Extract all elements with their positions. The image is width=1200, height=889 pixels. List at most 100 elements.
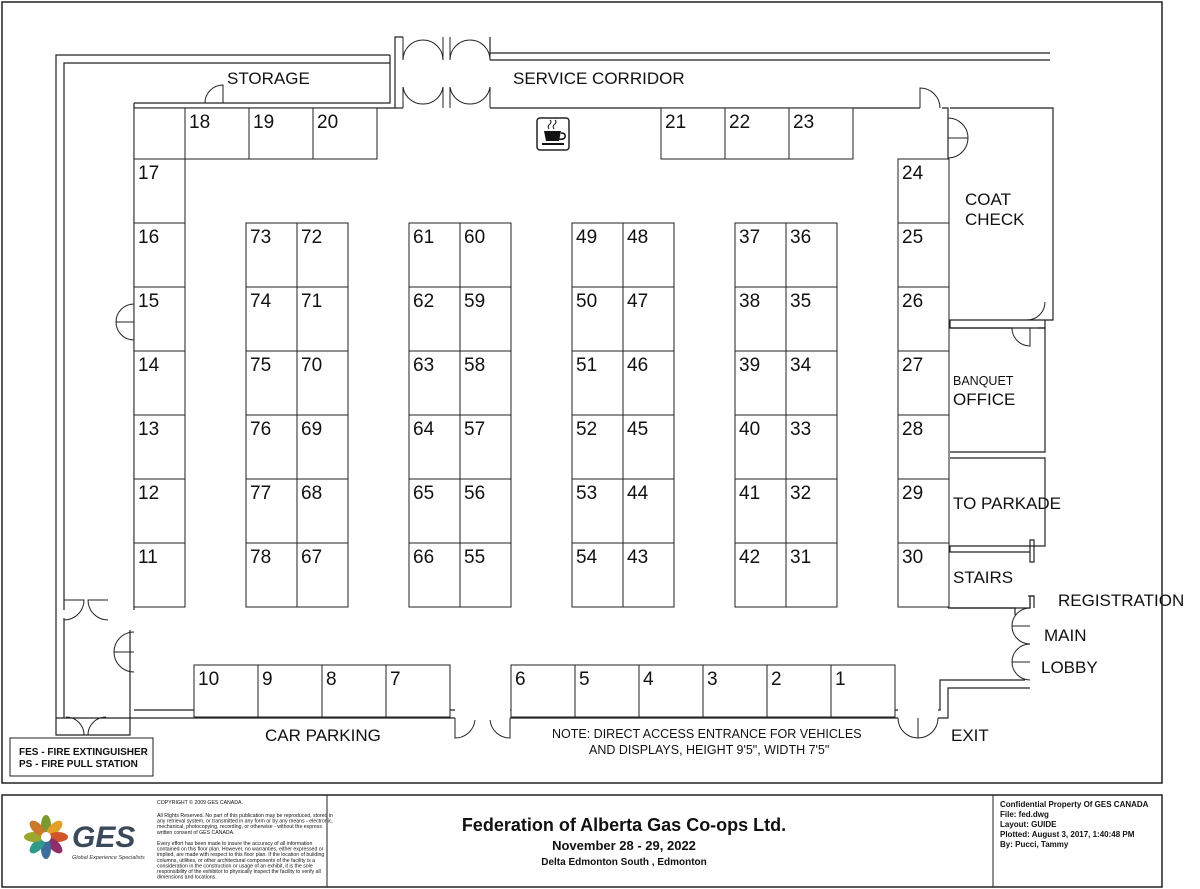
booth-36[interactable]: 36 [785,222,838,288]
booth-outline[interactable] [408,222,461,288]
booth-3[interactable]: 3 [702,664,768,718]
booth-72[interactable]: 72 [296,222,349,288]
booth-outline[interactable] [321,664,387,718]
booth-outline[interactable] [622,286,675,352]
booth-outline[interactable] [897,286,950,352]
booth-78[interactable]: 78 [245,542,298,608]
booth-42[interactable]: 42 [734,542,787,608]
booth-outline[interactable] [830,664,896,718]
booth-26[interactable]: 26 [897,286,950,352]
booth-54[interactable]: 54 [571,542,624,608]
booth-41[interactable]: 41 [734,478,787,544]
booth-48[interactable]: 48 [622,222,675,288]
booth-outline[interactable] [734,478,787,544]
booth-15[interactable]: 15 [133,286,186,352]
booth-outline[interactable] [622,542,675,608]
booth-outline[interactable] [133,158,186,224]
booth-outline[interactable] [459,542,512,608]
booth-14[interactable]: 14 [133,350,186,416]
booth-outline[interactable] [257,664,323,718]
booth-52[interactable]: 52 [571,414,624,480]
booth-45[interactable]: 45 [622,414,675,480]
booth-63[interactable]: 63 [408,350,461,416]
booth-43[interactable]: 43 [622,542,675,608]
booth-60[interactable]: 60 [459,222,512,288]
booth-59[interactable]: 59 [459,286,512,352]
booth-1[interactable]: 1 [830,664,896,718]
booth-outline[interactable] [574,664,640,718]
booth-outline[interactable] [766,664,832,718]
booth-outline[interactable] [296,478,349,544]
booth-35[interactable]: 35 [785,286,838,352]
booth-outline[interactable] [622,350,675,416]
booth-32[interactable]: 32 [785,478,838,544]
booth-outline[interactable] [897,542,950,608]
booth-75[interactable]: 75 [245,350,298,416]
booth-outline[interactable] [245,478,298,544]
booth-outline[interactable] [133,478,186,544]
booth-27[interactable]: 27 [897,350,950,416]
booth-outline[interactable] [459,350,512,416]
booth-19[interactable]: 19 [248,107,314,160]
booth-12[interactable]: 12 [133,478,186,544]
booth-71[interactable]: 71 [296,286,349,352]
booth-outline[interactable] [459,222,512,288]
booth-outline[interactable] [571,222,624,288]
booth-outline[interactable] [245,414,298,480]
booth-8[interactable]: 8 [321,664,387,718]
booth-outline[interactable] [622,222,675,288]
booth-24[interactable]: 24 [897,158,950,224]
booth-66[interactable]: 66 [408,542,461,608]
booth-46[interactable]: 46 [622,350,675,416]
booth-4[interactable]: 4 [638,664,704,718]
booth-outline[interactable] [245,286,298,352]
booth-61[interactable]: 61 [408,222,461,288]
booth-outline[interactable] [734,350,787,416]
booth-outline[interactable] [312,107,378,160]
booth-57[interactable]: 57 [459,414,512,480]
booth-77[interactable]: 77 [245,478,298,544]
booth-22[interactable]: 22 [724,107,790,160]
booth-51[interactable]: 51 [571,350,624,416]
booth-38[interactable]: 38 [734,286,787,352]
booth-28[interactable]: 28 [897,414,950,480]
booth-13[interactable]: 13 [133,414,186,480]
booth-65[interactable]: 65 [408,478,461,544]
booth-outline[interactable] [184,107,250,160]
booth-outline[interactable] [133,542,186,608]
booth-69[interactable]: 69 [296,414,349,480]
booth-outline[interactable] [133,107,186,160]
booth-outline[interactable] [571,542,624,608]
booth-outline[interactable] [296,222,349,288]
booth-16[interactable]: 16 [133,222,186,288]
booth-outline[interactable] [408,478,461,544]
booth-68[interactable]: 68 [296,478,349,544]
booth-76[interactable]: 76 [245,414,298,480]
booth-6[interactable]: 6 [510,664,576,718]
booth-67[interactable]: 67 [296,542,349,608]
booth-7[interactable]: 7 [385,664,451,718]
booth-outline[interactable] [459,478,512,544]
booth-outline[interactable] [785,414,838,480]
booth-33[interactable]: 33 [785,414,838,480]
booth-9[interactable]: 9 [257,664,323,718]
booth-40[interactable]: 40 [734,414,787,480]
booth-outline[interactable] [622,414,675,480]
booth-11[interactable]: 11 [133,542,186,608]
booth-21[interactable]: 21 [660,107,726,160]
booth-outline[interactable] [785,222,838,288]
booth-outline[interactable] [785,542,838,608]
booth-64[interactable]: 64 [408,414,461,480]
booth-outline[interactable] [193,664,259,718]
booth-outline[interactable] [296,286,349,352]
booth-44[interactable]: 44 [622,478,675,544]
booth-5[interactable]: 5 [574,664,640,718]
booth-outline[interactable] [245,350,298,416]
booth-34[interactable]: 34 [785,350,838,416]
booth-outline[interactable] [638,664,704,718]
booth-outline[interactable] [897,414,950,480]
booth-outline[interactable] [133,222,186,288]
booth-29[interactable]: 29 [897,478,950,544]
booth-25[interactable]: 25 [897,222,950,288]
booth-outline[interactable] [296,414,349,480]
